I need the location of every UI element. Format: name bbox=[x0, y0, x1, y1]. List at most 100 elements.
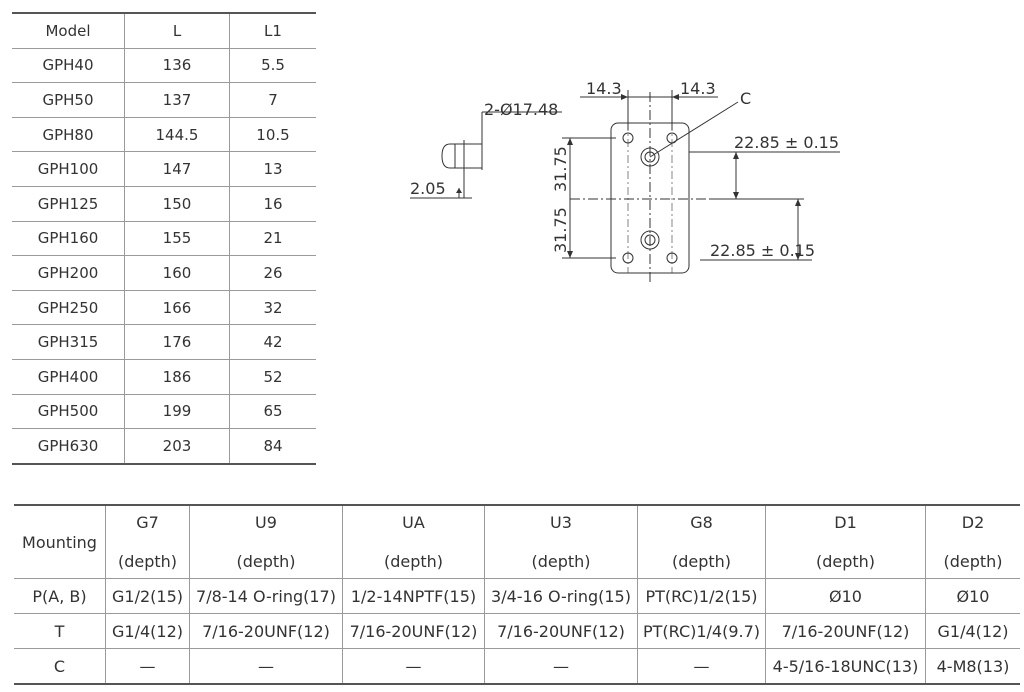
table-cell: — bbox=[189, 648, 343, 685]
column-subtitle: (depth) bbox=[943, 552, 1003, 571]
table-cell: 7/16-20UNF(12) bbox=[342, 613, 485, 649]
l1-cell: 21 bbox=[229, 221, 316, 257]
l1-cell: 5.5 bbox=[229, 48, 316, 84]
dim-lower-offset: 22.85 ± 0.15 bbox=[710, 241, 815, 260]
table-cell: 3/4-16 O-ring(15) bbox=[484, 578, 638, 614]
mounting-column-header: D1 (depth) bbox=[765, 504, 926, 579]
dim-depth: 2.05 bbox=[410, 179, 446, 198]
bolt-hole-bottom-right bbox=[666, 252, 678, 264]
column-subtitle: (depth) bbox=[815, 552, 876, 571]
mounting-column-header: UA (depth) bbox=[342, 504, 485, 579]
l1-cell: 42 bbox=[229, 324, 316, 360]
column-code: D2 bbox=[961, 513, 985, 532]
table-row: C—————4-5/16-18UNC(13)4-M8(13) bbox=[14, 648, 1020, 685]
mounting-header-label: Mounting bbox=[14, 504, 106, 579]
mounting-column-header: G7 (depth) bbox=[105, 504, 190, 579]
table-cell: 7/16-20UNF(12) bbox=[765, 613, 926, 649]
label-c: C bbox=[740, 89, 751, 108]
table-row: P(A, B)G1/2(15)7/8-14 O-ring(17)1/2-14NP… bbox=[14, 578, 1020, 614]
table-cell: Ø10 bbox=[925, 578, 1020, 614]
dim-upper-offset: 22.85 ± 0.15 bbox=[734, 133, 839, 152]
l-cell: 203 bbox=[124, 428, 230, 465]
column-subtitle: (depth) bbox=[236, 552, 296, 571]
l-cell: 160 bbox=[124, 255, 230, 291]
dim-top-right: 14.3 bbox=[680, 79, 716, 98]
model-cell: GPH630 bbox=[12, 428, 125, 465]
column-subtitle: (depth) bbox=[531, 552, 591, 571]
column-subtitle: (depth) bbox=[383, 552, 444, 571]
header-l1: L1 bbox=[229, 11, 316, 49]
table-cell: 4-M8(13) bbox=[925, 648, 1020, 685]
l1-cell: 16 bbox=[229, 186, 316, 222]
column-subtitle: (depth) bbox=[671, 552, 732, 571]
dim-vertical-upper: 31.75 bbox=[551, 146, 570, 192]
model-cell: GPH100 bbox=[12, 151, 125, 187]
column-code: UA bbox=[402, 513, 425, 532]
l1-cell: 84 bbox=[229, 428, 316, 465]
table-cell: 7/16-20UNF(12) bbox=[484, 613, 638, 649]
table-cell: 7/16-20UNF(12) bbox=[189, 613, 343, 649]
model-cell: GPH315 bbox=[12, 324, 125, 360]
mounting-column-header: U9 (depth) bbox=[189, 504, 343, 579]
table-cell: 4-5/16-18UNC(13) bbox=[765, 648, 926, 685]
column-code: G7 bbox=[136, 513, 159, 532]
model-cell: GPH125 bbox=[12, 186, 125, 222]
dim-top-left: 14.3 bbox=[586, 79, 622, 98]
size-table-header: Model L L1 bbox=[12, 11, 316, 49]
row-label: P(A, B) bbox=[14, 578, 106, 614]
model-cell: GPH160 bbox=[12, 221, 125, 257]
bolt-hole-top-left bbox=[622, 132, 634, 144]
l-cell: 150 bbox=[124, 186, 230, 222]
column-code: U9 bbox=[255, 513, 277, 532]
table-cell: G1/4(12) bbox=[105, 613, 190, 649]
mounting-column-header: G8 (depth) bbox=[637, 504, 766, 579]
port-upper-outer bbox=[640, 147, 660, 167]
l-cell: 155 bbox=[124, 221, 230, 257]
mounting-column-header: D2 (depth) bbox=[925, 504, 1020, 579]
l1-cell: 13 bbox=[229, 151, 316, 187]
dim-vertical-lower: 31.75 bbox=[551, 207, 570, 253]
column-code: G8 bbox=[690, 513, 713, 532]
l-cell: 166 bbox=[124, 290, 230, 326]
model-cell: GPH250 bbox=[12, 290, 125, 326]
l-cell: 137 bbox=[124, 82, 230, 118]
table-cell: — bbox=[342, 648, 485, 685]
table-cell: PT(RC)1/2(15) bbox=[637, 578, 766, 614]
l1-cell: 65 bbox=[229, 394, 316, 430]
table-cell: — bbox=[105, 648, 190, 685]
l1-cell: 10.5 bbox=[229, 117, 316, 153]
l-cell: 199 bbox=[124, 394, 230, 430]
header-model: Model bbox=[12, 11, 125, 49]
l-cell: 136 bbox=[124, 48, 230, 84]
table-cell: Ø10 bbox=[765, 578, 926, 614]
row-label: T bbox=[14, 613, 106, 649]
l-cell: 144.5 bbox=[124, 117, 230, 153]
model-cell: GPH40 bbox=[12, 48, 125, 84]
mounting-column-header: U3(depth) bbox=[484, 504, 638, 579]
l-cell: 186 bbox=[124, 359, 230, 395]
column-code: D1 bbox=[834, 513, 857, 532]
port-dimension-drawing: 14.3 14.3 C 2-Ø17.48 2.05 22.85 ± 0.15 2… bbox=[410, 79, 840, 285]
table-cell: — bbox=[484, 648, 638, 685]
column-subtitle: (depth) bbox=[117, 552, 178, 571]
l1-cell: 26 bbox=[229, 255, 316, 291]
port-upper-inner bbox=[644, 151, 656, 163]
l1-cell: 52 bbox=[229, 359, 316, 395]
model-cell: GPH400 bbox=[12, 359, 125, 395]
row-label: C bbox=[14, 648, 106, 685]
